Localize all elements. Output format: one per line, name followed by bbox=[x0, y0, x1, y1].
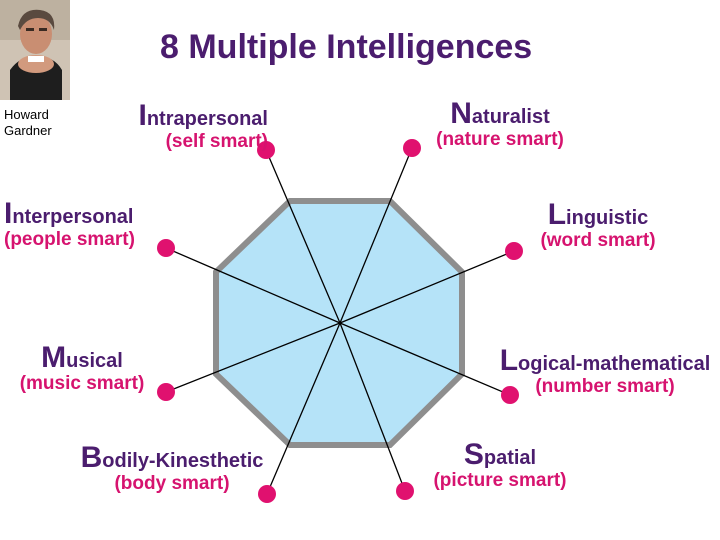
spoke-intrapersonal bbox=[265, 149, 341, 324]
label-linguistic: Linguistic (word smart) bbox=[526, 200, 670, 252]
spoke-bodily-kinesthetic bbox=[266, 322, 341, 495]
initial: I bbox=[138, 99, 147, 132]
dot-spatial bbox=[396, 482, 414, 500]
dot-interpersonal bbox=[157, 239, 175, 257]
initial: B bbox=[80, 441, 103, 474]
subtitle: (nature smart) bbox=[436, 129, 564, 150]
name-rest: ntrapersonal bbox=[146, 108, 268, 130]
subtitle: (word smart) bbox=[540, 230, 656, 251]
dot-logical-mathematical bbox=[501, 386, 519, 404]
dot-linguistic bbox=[505, 242, 523, 260]
initial: S bbox=[463, 438, 484, 471]
dot-bodily-kinesthetic bbox=[258, 485, 276, 503]
initial: I bbox=[4, 197, 13, 230]
subtitle: (music smart) bbox=[19, 373, 145, 394]
name-rest: inguistic bbox=[566, 207, 649, 229]
caption-line-2: Gardner bbox=[4, 123, 52, 138]
label-musical: Musical (music smart) bbox=[8, 343, 156, 395]
label-logical-mathematical: Logical-mathematical (number smart) bbox=[492, 346, 718, 398]
spoke-musical bbox=[165, 322, 341, 393]
spoke-linguistic bbox=[339, 250, 515, 324]
initial: L bbox=[499, 344, 519, 377]
subtitle: (body smart) bbox=[114, 473, 230, 494]
howard-gardner-portrait bbox=[0, 0, 70, 100]
label-bodily-kinesthetic: Bodily-Kinesthetic (body smart) bbox=[72, 443, 272, 495]
label-naturalist: Naturalist (nature smart) bbox=[420, 99, 580, 151]
name-rest: patial bbox=[483, 447, 537, 469]
name-rest: usical bbox=[66, 350, 123, 372]
initial: M bbox=[41, 341, 67, 374]
label-spatial: Spatial (picture smart) bbox=[420, 440, 580, 492]
spoke-spatial bbox=[339, 322, 406, 492]
initial: L bbox=[547, 198, 567, 231]
subtitle: (people smart) bbox=[4, 229, 135, 250]
label-interpersonal: Interpersonal (people smart) bbox=[4, 199, 164, 251]
label-intrapersonal: Intrapersonal (self smart) bbox=[118, 101, 269, 153]
dot-naturalist bbox=[403, 139, 421, 157]
portrait-caption: Howard Gardner bbox=[4, 107, 52, 139]
subtitle: (number smart) bbox=[535, 376, 675, 397]
spoke-interpersonal bbox=[165, 247, 341, 324]
name-rest: ogical-mathematical bbox=[518, 353, 711, 375]
dot-intrapersonal bbox=[257, 141, 275, 159]
caption-line-1: Howard bbox=[4, 107, 49, 122]
spoke-logical-mathematical bbox=[339, 322, 511, 396]
dot-musical bbox=[157, 383, 175, 401]
page-title: 8 Multiple Intelligences bbox=[160, 28, 533, 66]
initial: N bbox=[450, 97, 472, 130]
subtitle: (self smart) bbox=[165, 131, 268, 152]
subtitle: (picture smart) bbox=[433, 470, 567, 491]
name-rest: nterpersonal bbox=[12, 206, 134, 228]
name-rest: odily-Kinesthetic bbox=[102, 450, 264, 472]
name-rest: aturalist bbox=[471, 106, 550, 128]
spoke-naturalist bbox=[339, 147, 413, 324]
